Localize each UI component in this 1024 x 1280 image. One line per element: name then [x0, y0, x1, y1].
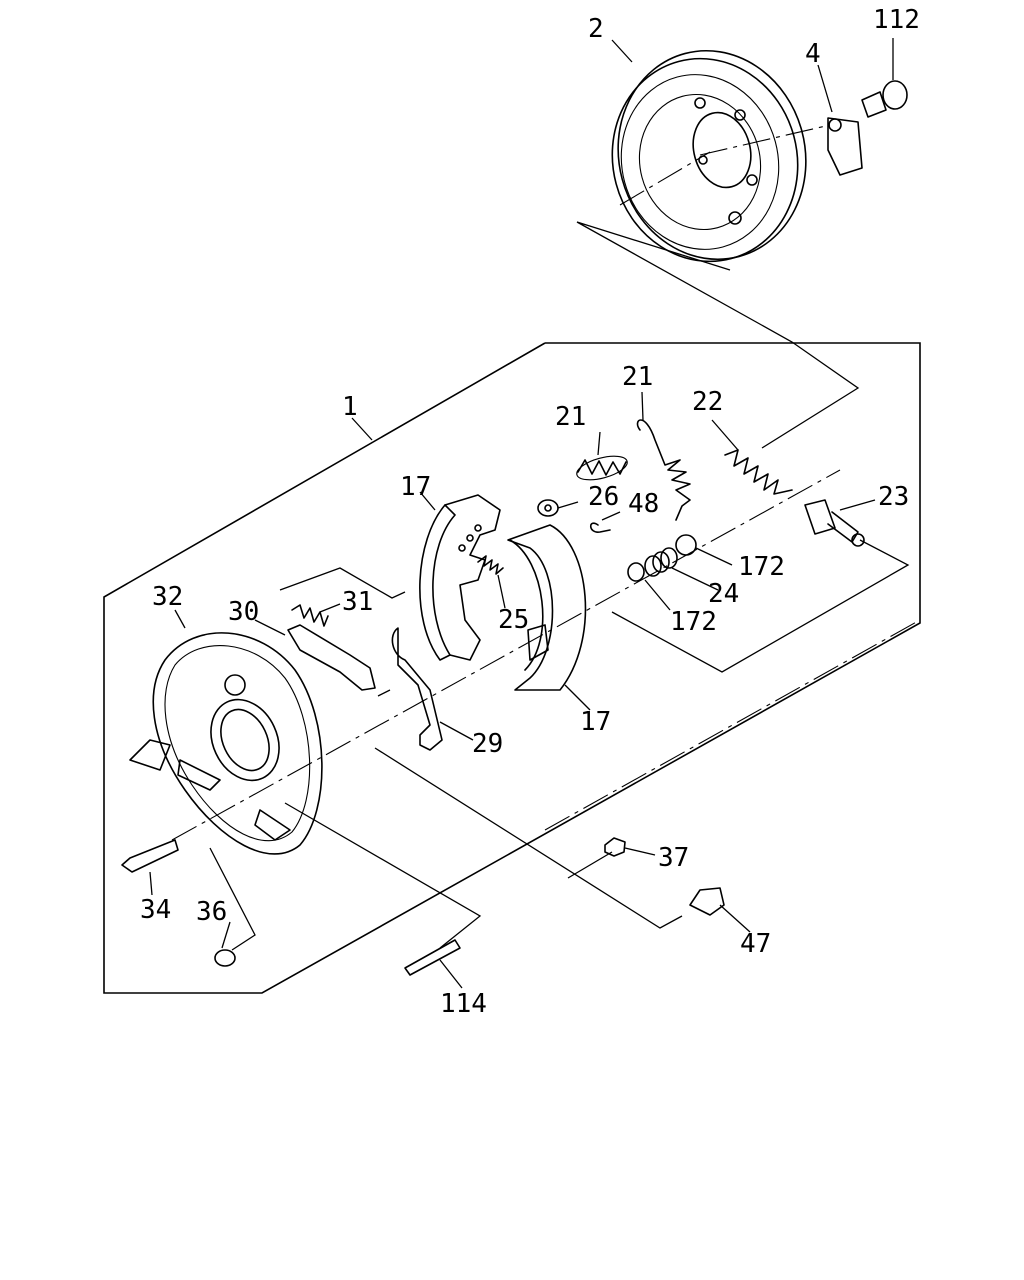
axis-line [171, 469, 841, 841]
washer-172-a [675, 534, 697, 556]
brake-drum [611, 49, 807, 263]
label-29: 29 [472, 729, 503, 759]
nut-37 [604, 837, 626, 857]
label-172-b: 172 [670, 607, 717, 637]
plug-36 [214, 949, 236, 967]
nut37-bracket [567, 851, 613, 879]
label-31: 31 [342, 587, 373, 617]
label-172-a: 172 [738, 552, 785, 582]
adjuster-bracket [611, 539, 910, 673]
label-2: 2 [588, 14, 604, 44]
label-37: 37 [658, 843, 689, 873]
label-23: 23 [878, 482, 909, 512]
mounting-plate [827, 117, 863, 176]
label-114: 114 [440, 989, 487, 1019]
label-21-lower: 21 [622, 362, 653, 392]
spring-25 [477, 555, 504, 575]
label-32: 32 [152, 582, 183, 612]
brake-shoe-lower [507, 524, 587, 691]
spring-31 [291, 604, 329, 627]
bolt-34 [121, 839, 179, 873]
label-26: 26 [588, 482, 619, 512]
label-1: 1 [342, 392, 358, 422]
label-21-upper: 21 [555, 402, 586, 432]
frame-axis-line [544, 619, 921, 831]
label-17-lower: 17 [580, 707, 611, 737]
label-36: 36 [196, 897, 227, 927]
brake-shoe-upper [419, 494, 501, 661]
label-48: 48 [628, 489, 659, 519]
bleeder-screw [861, 80, 908, 118]
spring-24 [644, 547, 678, 577]
label-112: 112 [873, 5, 920, 35]
return-spring-upper [576, 455, 628, 481]
drum-bracket [576, 221, 860, 449]
lever-bracket [377, 689, 391, 697]
washer-26 [537, 499, 559, 517]
label-24: 24 [708, 579, 739, 609]
plug36-bracket [209, 847, 256, 951]
label-leaders [149, 38, 894, 989]
label-22: 22 [692, 387, 723, 417]
stud114-bracket [284, 802, 482, 949]
parking-lever [287, 624, 376, 691]
washer-172-b [627, 562, 645, 582]
label-17-upper: 17 [400, 472, 431, 502]
label-25: 25 [498, 605, 529, 635]
bolt-47 [689, 887, 725, 916]
adjuster-spring [724, 449, 793, 495]
drum-axis-line [699, 124, 831, 156]
assembly-frame [103, 342, 921, 994]
bolt47-bracket [374, 747, 683, 929]
strut-29 [391, 627, 443, 751]
label-30: 30 [228, 597, 259, 627]
label-4: 4 [805, 39, 821, 69]
spring31-bracket [279, 567, 406, 599]
label-34: 34 [140, 895, 171, 925]
stud-114 [404, 939, 461, 976]
drum-axis-line-2 [619, 151, 711, 206]
adjuster-screw [804, 499, 865, 547]
return-spring-lower [636, 419, 691, 521]
clip-48 [589, 522, 611, 533]
backing-plate [129, 632, 323, 855]
label-47: 47 [740, 929, 771, 959]
